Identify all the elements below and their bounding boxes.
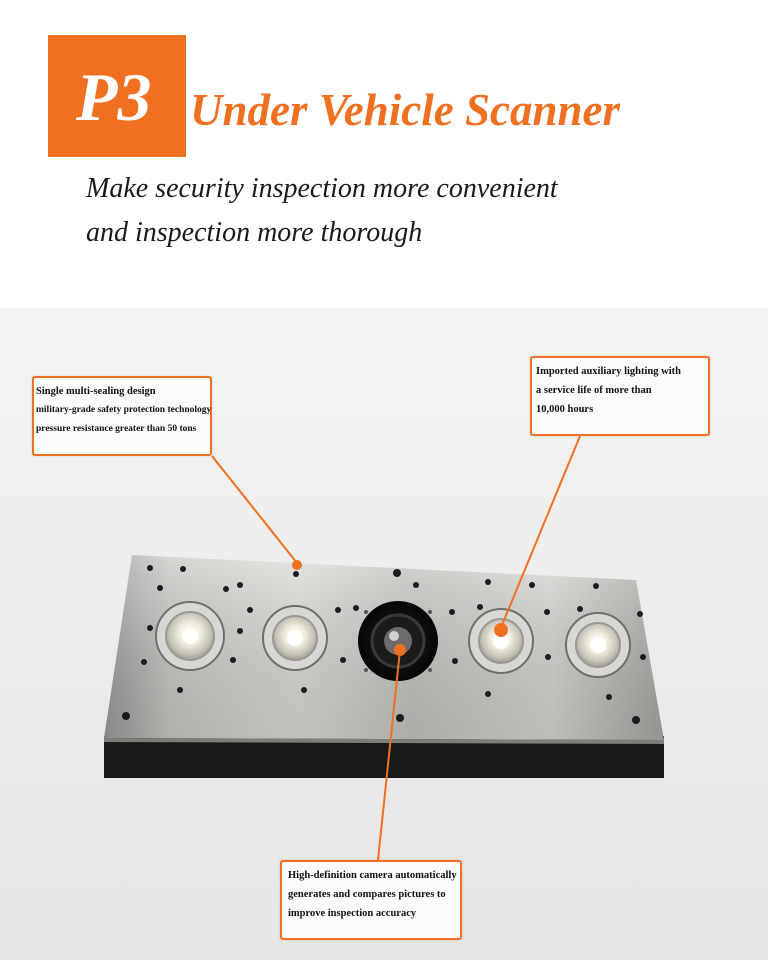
callout-camera: High-definition camera automatically gen… [280, 860, 462, 940]
callout-sealing: Single multi-sealing design military-gra… [32, 376, 212, 456]
callout-camera-line-2: generates and compares pictures to [288, 889, 446, 900]
callout-lighting-line-3: 10,000 hours [536, 404, 594, 415]
light-module-1 [155, 601, 225, 671]
leader-line-sealing [211, 455, 298, 564]
camera-module [358, 601, 438, 681]
subtitle-line-2: and inspection more thorough [86, 217, 423, 248]
callout-camera-line-3: improve inspection accuracy [288, 908, 417, 919]
callout-sealing-line-2: military-grade safety protection technol… [36, 405, 212, 415]
light-module-3 [468, 608, 534, 674]
subtitle-line-1: Make security inspection more convenient [86, 173, 558, 204]
p3-badge: P3 [48, 35, 186, 157]
callout-sealing-line-1: Single multi-sealing design [36, 386, 156, 397]
marker-dot-camera [394, 644, 406, 656]
screw-holes [122, 565, 646, 724]
callout-lighting-line-2: a service life of more than [536, 385, 652, 396]
leader-line-camera [377, 649, 401, 861]
leader-line-lighting [499, 435, 581, 631]
marker-dot-lighting [494, 623, 508, 637]
callout-lighting-line-1: Imported auxiliary lighting with [536, 366, 681, 377]
callout-lighting: Imported auxiliary lighting with a servi… [530, 356, 710, 436]
marker-dot-sealing [292, 560, 302, 570]
light-module-4 [565, 612, 631, 678]
page-title: Under Vehicle Scanner [190, 85, 621, 135]
callout-camera-line-1: High-definition camera automatically [288, 870, 457, 881]
badge-text: P3 [76, 59, 152, 135]
light-module-2 [262, 605, 328, 671]
callout-sealing-line-3: pressure resistance greater than 50 tons [36, 424, 197, 434]
